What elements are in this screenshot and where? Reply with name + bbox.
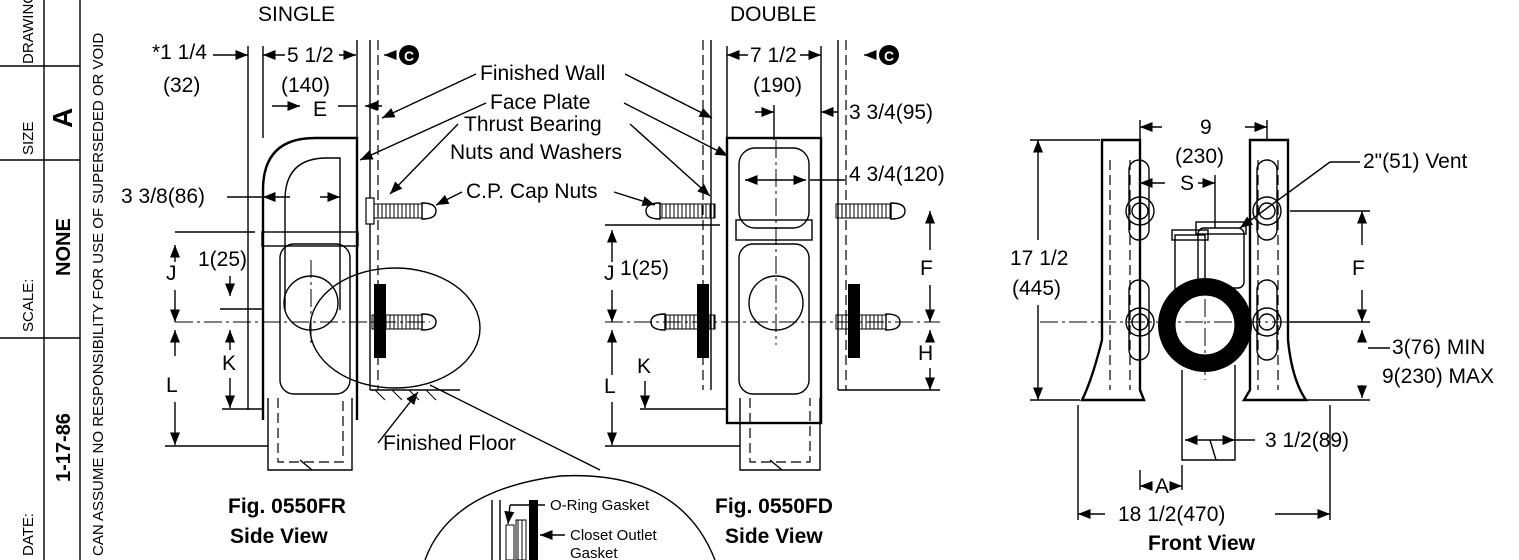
- double-k-label: K: [637, 355, 651, 378]
- single-e-label: E: [313, 98, 327, 121]
- double-caption-fig: Fig. 0550FD: [715, 495, 833, 518]
- single-offset-dim: *1 1/4: [152, 41, 207, 64]
- nuts-washers-label: Nuts and Washers: [450, 141, 622, 164]
- double-width-dim: 7 1/2: [750, 44, 797, 67]
- front-185-dim: 18 1/2(470): [1118, 503, 1225, 526]
- single-height-dim: 3 3/8(86): [121, 185, 205, 208]
- single-caption-view: Side View: [230, 525, 328, 548]
- double-side-view: DOUBLE 7 1/2 (190) 3 3/4(95) 4 3/4(120): [604, 3, 945, 548]
- cap-nuts-label: C.P. Cap Nuts: [466, 180, 598, 203]
- drawing-label: DRAWING: [20, 0, 37, 64]
- finished-wall-label: Finished Wall: [480, 62, 605, 85]
- front-height-mm: (445): [1012, 277, 1061, 300]
- front-f-label: F: [1352, 257, 1365, 280]
- double-j-label: J: [604, 262, 615, 285]
- single-width-mm: (140): [281, 74, 330, 97]
- front-caption-view: Front View: [1148, 532, 1256, 555]
- double-heading: DOUBLE: [730, 3, 816, 26]
- c-symbol-double-label: C: [884, 48, 894, 64]
- face-plate-label: Face Plate: [490, 91, 590, 114]
- date-label: DATE:: [20, 513, 37, 556]
- front-9-dim: 9: [1200, 116, 1212, 139]
- title-block: DRAWING SIZE A SCALE: NONE DATE: 1-17-86…: [0, 0, 107, 560]
- scale-value: NONE: [53, 218, 75, 276]
- single-j-label: J: [166, 262, 177, 285]
- front-s-label: S: [1180, 172, 1194, 195]
- double-f-label: F: [920, 257, 933, 280]
- oring-label: O-Ring Gasket: [550, 497, 650, 514]
- c-symbol-double: [879, 45, 899, 65]
- front-35-dim: 3 1/2(89): [1265, 429, 1349, 452]
- double-475-dim: 4 3/4(120): [849, 163, 945, 186]
- gasket-label: Gasket: [570, 545, 618, 560]
- size-value: A: [47, 108, 78, 128]
- single-heading: SINGLE: [258, 3, 335, 26]
- callouts: C C Finished Wall Face Plate Thrust Bear…: [359, 45, 899, 206]
- single-offset-mm: (32): [163, 74, 200, 97]
- single-k-label: K: [222, 352, 236, 375]
- double-25-dim: 1(25): [620, 257, 669, 280]
- front-view: 9 (230) S 2"(51) Vent 17 1/2 (445) F 3(7…: [1010, 116, 1494, 555]
- double-width-mm: (190): [753, 74, 802, 97]
- gasket-detail: O-Ring Gasket Closet Outlet Gasket: [424, 474, 716, 560]
- front-max-label: 9(230) MAX: [1382, 365, 1494, 388]
- thrust-bearing-label: Thrust Bearing: [464, 113, 602, 136]
- front-a-label: A: [1155, 475, 1169, 498]
- c-symbol-single: [399, 45, 419, 65]
- single-width-dim: 5 1/2: [287, 44, 334, 67]
- single-25-dim: 1(25): [198, 248, 247, 271]
- front-height-dim: 17 1/2: [1010, 247, 1068, 270]
- scale-label: SCALE:: [20, 279, 37, 332]
- front-vent-label: 2"(51) Vent: [1363, 150, 1468, 173]
- double-375-dim: 3 3/4(95): [849, 101, 933, 124]
- date-value: 1-17-86: [53, 413, 75, 482]
- c-symbol-single-label: C: [404, 48, 414, 64]
- front-min-label: 3(76) MIN: [1392, 336, 1485, 359]
- double-caption-view: Side View: [725, 525, 823, 548]
- size-label: SIZE: [20, 122, 37, 155]
- double-h-label: H: [918, 342, 933, 365]
- single-side-view: SINGLE *1 1/4 (32) 5 1/2 (140) E 3 3/8(8…: [121, 3, 601, 548]
- closet-outlet-label: Closet Outlet: [570, 527, 658, 544]
- double-l-label: L: [604, 375, 616, 398]
- single-l-label: L: [166, 374, 178, 397]
- single-caption-fig: Fig. 0550FR: [228, 495, 346, 518]
- finished-floor-label: Finished Floor: [383, 432, 516, 455]
- front-9-mm: (230): [1175, 145, 1224, 168]
- disclaimer: CAN ASSUME NO RESPONSIBILITY FOR USE OF …: [90, 33, 107, 556]
